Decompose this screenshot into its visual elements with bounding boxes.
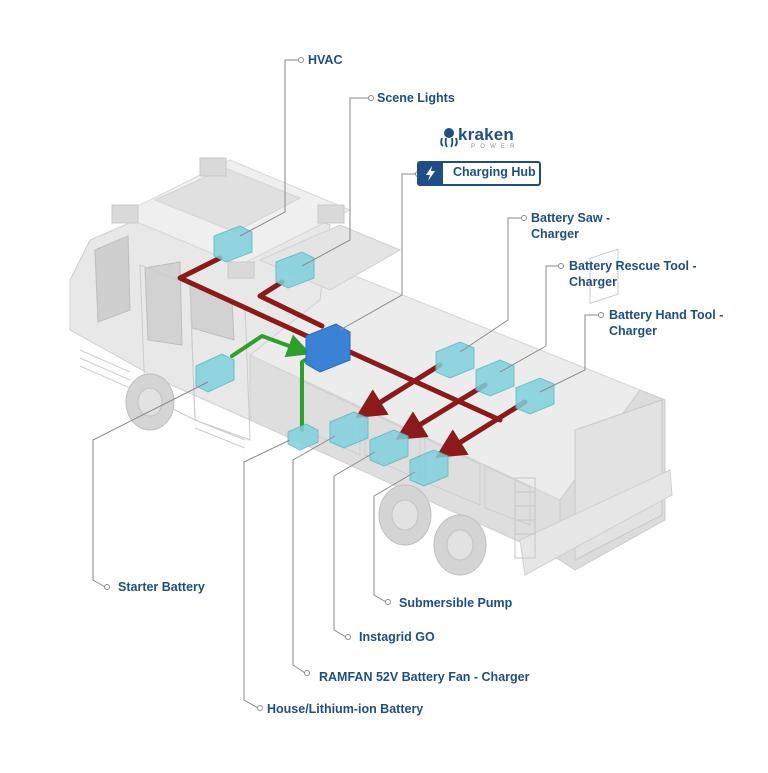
label-rescue-tool-line2: Charger <box>569 275 617 289</box>
brand-name: kraken <box>458 125 515 144</box>
leader-starter-battery <box>92 381 209 588</box>
scene-lights-box <box>275 251 315 289</box>
leader-hand-tool <box>539 314 600 393</box>
leader-house-battery <box>243 439 291 709</box>
label-hvac: HVAC <box>308 53 343 67</box>
label-hand-tool-line1: Battery Hand Tool - <box>609 308 724 322</box>
label-battery-saw-line2: Charger <box>531 227 579 241</box>
power-line-hvac <box>177 255 323 345</box>
octopus-icon <box>440 128 458 148</box>
rear-wheel-1 <box>378 484 432 546</box>
label-hand-tool-line2: Charger <box>609 324 657 338</box>
starter-battery-box <box>195 353 235 393</box>
power-line-rescue-branch <box>395 382 488 440</box>
label-battery-saw: Battery Saw - Charger <box>531 210 610 242</box>
label-rescue-tool: Battery Rescue Tool - Charger <box>569 258 697 290</box>
hand-tool-box <box>515 377 555 415</box>
leader-hvac <box>239 59 300 237</box>
label-battery-saw-line1: Battery Saw - <box>531 211 611 225</box>
charging-hub-tag: Charging Hub <box>417 161 541 186</box>
label-house-battery: House/Lithium-ion Battery <box>267 702 424 716</box>
leader-scene-lights <box>301 97 370 267</box>
submersible-pump-box <box>409 449 449 487</box>
label-ramfan: RAMFAN 52V Battery Fan - Charger <box>319 670 530 684</box>
battery-saw-box <box>435 341 475 379</box>
brand-subtitle: POWER <box>471 144 520 150</box>
leader-submersible-pump <box>373 471 416 603</box>
label-rescue-tool-line1: Battery Rescue Tool - <box>569 259 697 273</box>
power-line-saw-branch <box>355 362 443 418</box>
leader-lines <box>92 59 600 709</box>
ramfan-box <box>329 411 369 449</box>
leader-charging-hub <box>339 173 417 331</box>
power-line-hand-tool-branch <box>435 399 528 458</box>
leader-ramfan <box>292 435 336 674</box>
label-scene-lights: Scene Lights <box>377 91 455 105</box>
rear-wheel-2 <box>433 514 487 576</box>
kraken-power-logo: kraken POWER <box>438 125 528 156</box>
house-battery-box <box>287 423 319 451</box>
leader-instagrid <box>333 451 376 638</box>
front-wheel <box>125 373 175 431</box>
power-lines <box>177 255 528 458</box>
charging-hub-label: Charging Hub <box>453 165 536 179</box>
leader-rescue-tool <box>499 265 560 373</box>
label-submersible-pump: Submersible Pump <box>399 596 513 610</box>
power-line-main-trunk <box>347 349 503 423</box>
label-starter-battery: Starter Battery <box>118 580 205 594</box>
power-line-scene-lights <box>257 279 325 329</box>
lightning-bolt-icon <box>419 163 443 184</box>
instagrid-box <box>369 429 409 467</box>
green-line-to-cab <box>230 334 312 358</box>
leader-battery-saw <box>459 217 523 353</box>
label-instagrid-go: Instagrid GO <box>359 630 435 644</box>
component-boxes <box>195 225 555 487</box>
charging-hub-box <box>305 323 351 373</box>
label-hand-tool: Battery Hand Tool - Charger <box>609 307 723 339</box>
